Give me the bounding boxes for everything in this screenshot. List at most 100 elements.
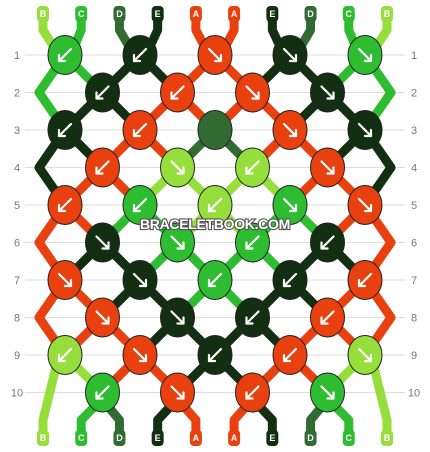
string-letter: C bbox=[346, 9, 353, 19]
string-end-tab bbox=[228, 430, 241, 446]
string-letter: D bbox=[307, 433, 314, 443]
row-number-left: 1 bbox=[14, 50, 20, 62]
arrow-head-icon bbox=[101, 316, 110, 325]
arrow-down-left-icon bbox=[132, 197, 148, 213]
knot bbox=[197, 35, 233, 75]
arrow-head-icon bbox=[138, 353, 148, 363]
string-letter: C bbox=[78, 9, 85, 19]
arrow-down-right-icon bbox=[357, 197, 373, 213]
arrow-head-icon bbox=[57, 128, 67, 138]
knot bbox=[235, 147, 270, 188]
string-end-tab bbox=[342, 430, 355, 446]
string-end-tab bbox=[75, 6, 88, 22]
arrow-head-icon bbox=[245, 391, 254, 400]
arrow-head-icon bbox=[213, 53, 223, 63]
string-letter: D bbox=[116, 9, 123, 19]
knot bbox=[47, 185, 83, 225]
arrow-head-icon bbox=[363, 353, 373, 363]
knots-layer bbox=[47, 35, 383, 413]
string-end-tab bbox=[304, 6, 317, 22]
string-letter: B bbox=[384, 9, 391, 19]
arrow-head-icon bbox=[95, 391, 104, 400]
knot bbox=[310, 72, 345, 113]
arrow-down-right-icon bbox=[245, 85, 260, 100]
string-letter: C bbox=[346, 433, 353, 443]
knot bbox=[272, 260, 308, 300]
arrow-down-left-icon bbox=[245, 310, 260, 325]
knot bbox=[85, 72, 120, 113]
string-letter: A bbox=[193, 9, 200, 19]
arrow-down-left-icon bbox=[132, 122, 148, 138]
arrow-head-icon bbox=[132, 53, 142, 63]
string-end-tab bbox=[228, 6, 241, 22]
arrow-down-right-icon bbox=[207, 47, 223, 63]
arrow-down-right-icon bbox=[170, 310, 185, 325]
arrow-head-icon bbox=[282, 353, 292, 363]
string-end-tab bbox=[304, 430, 317, 446]
arrow-down-left-icon bbox=[57, 122, 73, 138]
knot bbox=[122, 110, 158, 150]
row-number-right: 9 bbox=[411, 350, 417, 362]
string-end-tab bbox=[37, 6, 49, 22]
knot bbox=[347, 185, 383, 225]
string-end-tab bbox=[189, 6, 202, 22]
row-number-right: 7 bbox=[411, 275, 417, 287]
knot bbox=[235, 372, 270, 413]
knot bbox=[85, 372, 120, 413]
string-end-tab bbox=[381, 6, 393, 22]
string-letter: E bbox=[269, 433, 275, 443]
arrow-down-right-icon bbox=[170, 385, 185, 400]
arrow-head-icon bbox=[288, 128, 298, 138]
knot bbox=[160, 147, 195, 188]
arrow-down-left-icon bbox=[57, 347, 73, 363]
arrow-head-icon bbox=[207, 203, 217, 213]
knot bbox=[197, 335, 233, 375]
knot bbox=[272, 335, 308, 375]
arrow-head-icon bbox=[176, 241, 185, 250]
knot bbox=[272, 35, 308, 75]
arrow-down-right-icon bbox=[282, 47, 298, 63]
row-number-left: 2 bbox=[14, 88, 20, 100]
arrow-head-icon bbox=[326, 391, 335, 400]
row-number-right: 2 bbox=[411, 88, 417, 100]
arrow-down-left-icon bbox=[57, 197, 73, 213]
arrow-head-icon bbox=[138, 278, 148, 288]
knot bbox=[160, 297, 195, 338]
arrow-head-icon bbox=[357, 278, 367, 288]
string-letter: A bbox=[231, 9, 238, 19]
knot bbox=[47, 260, 83, 300]
knot bbox=[310, 297, 345, 338]
row-number-right: 3 bbox=[411, 125, 417, 137]
arrow-head-icon bbox=[245, 316, 254, 325]
arrow-head-icon bbox=[207, 278, 217, 288]
arrow-down-left-icon bbox=[95, 385, 110, 400]
string-end-tab bbox=[151, 6, 164, 22]
knot bbox=[310, 147, 345, 188]
knot bbox=[47, 110, 83, 150]
arrow-down-right-icon bbox=[357, 47, 373, 63]
row-number-left: 9 bbox=[14, 350, 20, 362]
arrow-head-icon bbox=[176, 166, 185, 175]
arrow-down-right-icon bbox=[320, 385, 335, 400]
string-end-tab bbox=[113, 6, 126, 22]
string-end-tab bbox=[342, 6, 355, 22]
knot bbox=[85, 222, 120, 263]
arrow-down-left-icon bbox=[57, 47, 73, 63]
knot bbox=[235, 222, 270, 263]
arrow-head-icon bbox=[132, 203, 142, 213]
arrow-down-left-icon bbox=[132, 47, 148, 63]
knot bbox=[310, 222, 345, 263]
arrow-down-left-icon bbox=[320, 310, 335, 325]
string-end-tab bbox=[189, 430, 202, 446]
arrow-down-right-icon bbox=[320, 85, 335, 100]
knot bbox=[197, 260, 233, 300]
arrow-head-icon bbox=[101, 241, 110, 250]
arrow-head-icon bbox=[63, 278, 73, 288]
knot bbox=[347, 260, 383, 300]
arrow-down-left-icon bbox=[207, 347, 223, 363]
row-number-right: 1 bbox=[411, 50, 417, 62]
string-letter: A bbox=[231, 433, 238, 443]
arrow-head-icon bbox=[288, 53, 298, 63]
